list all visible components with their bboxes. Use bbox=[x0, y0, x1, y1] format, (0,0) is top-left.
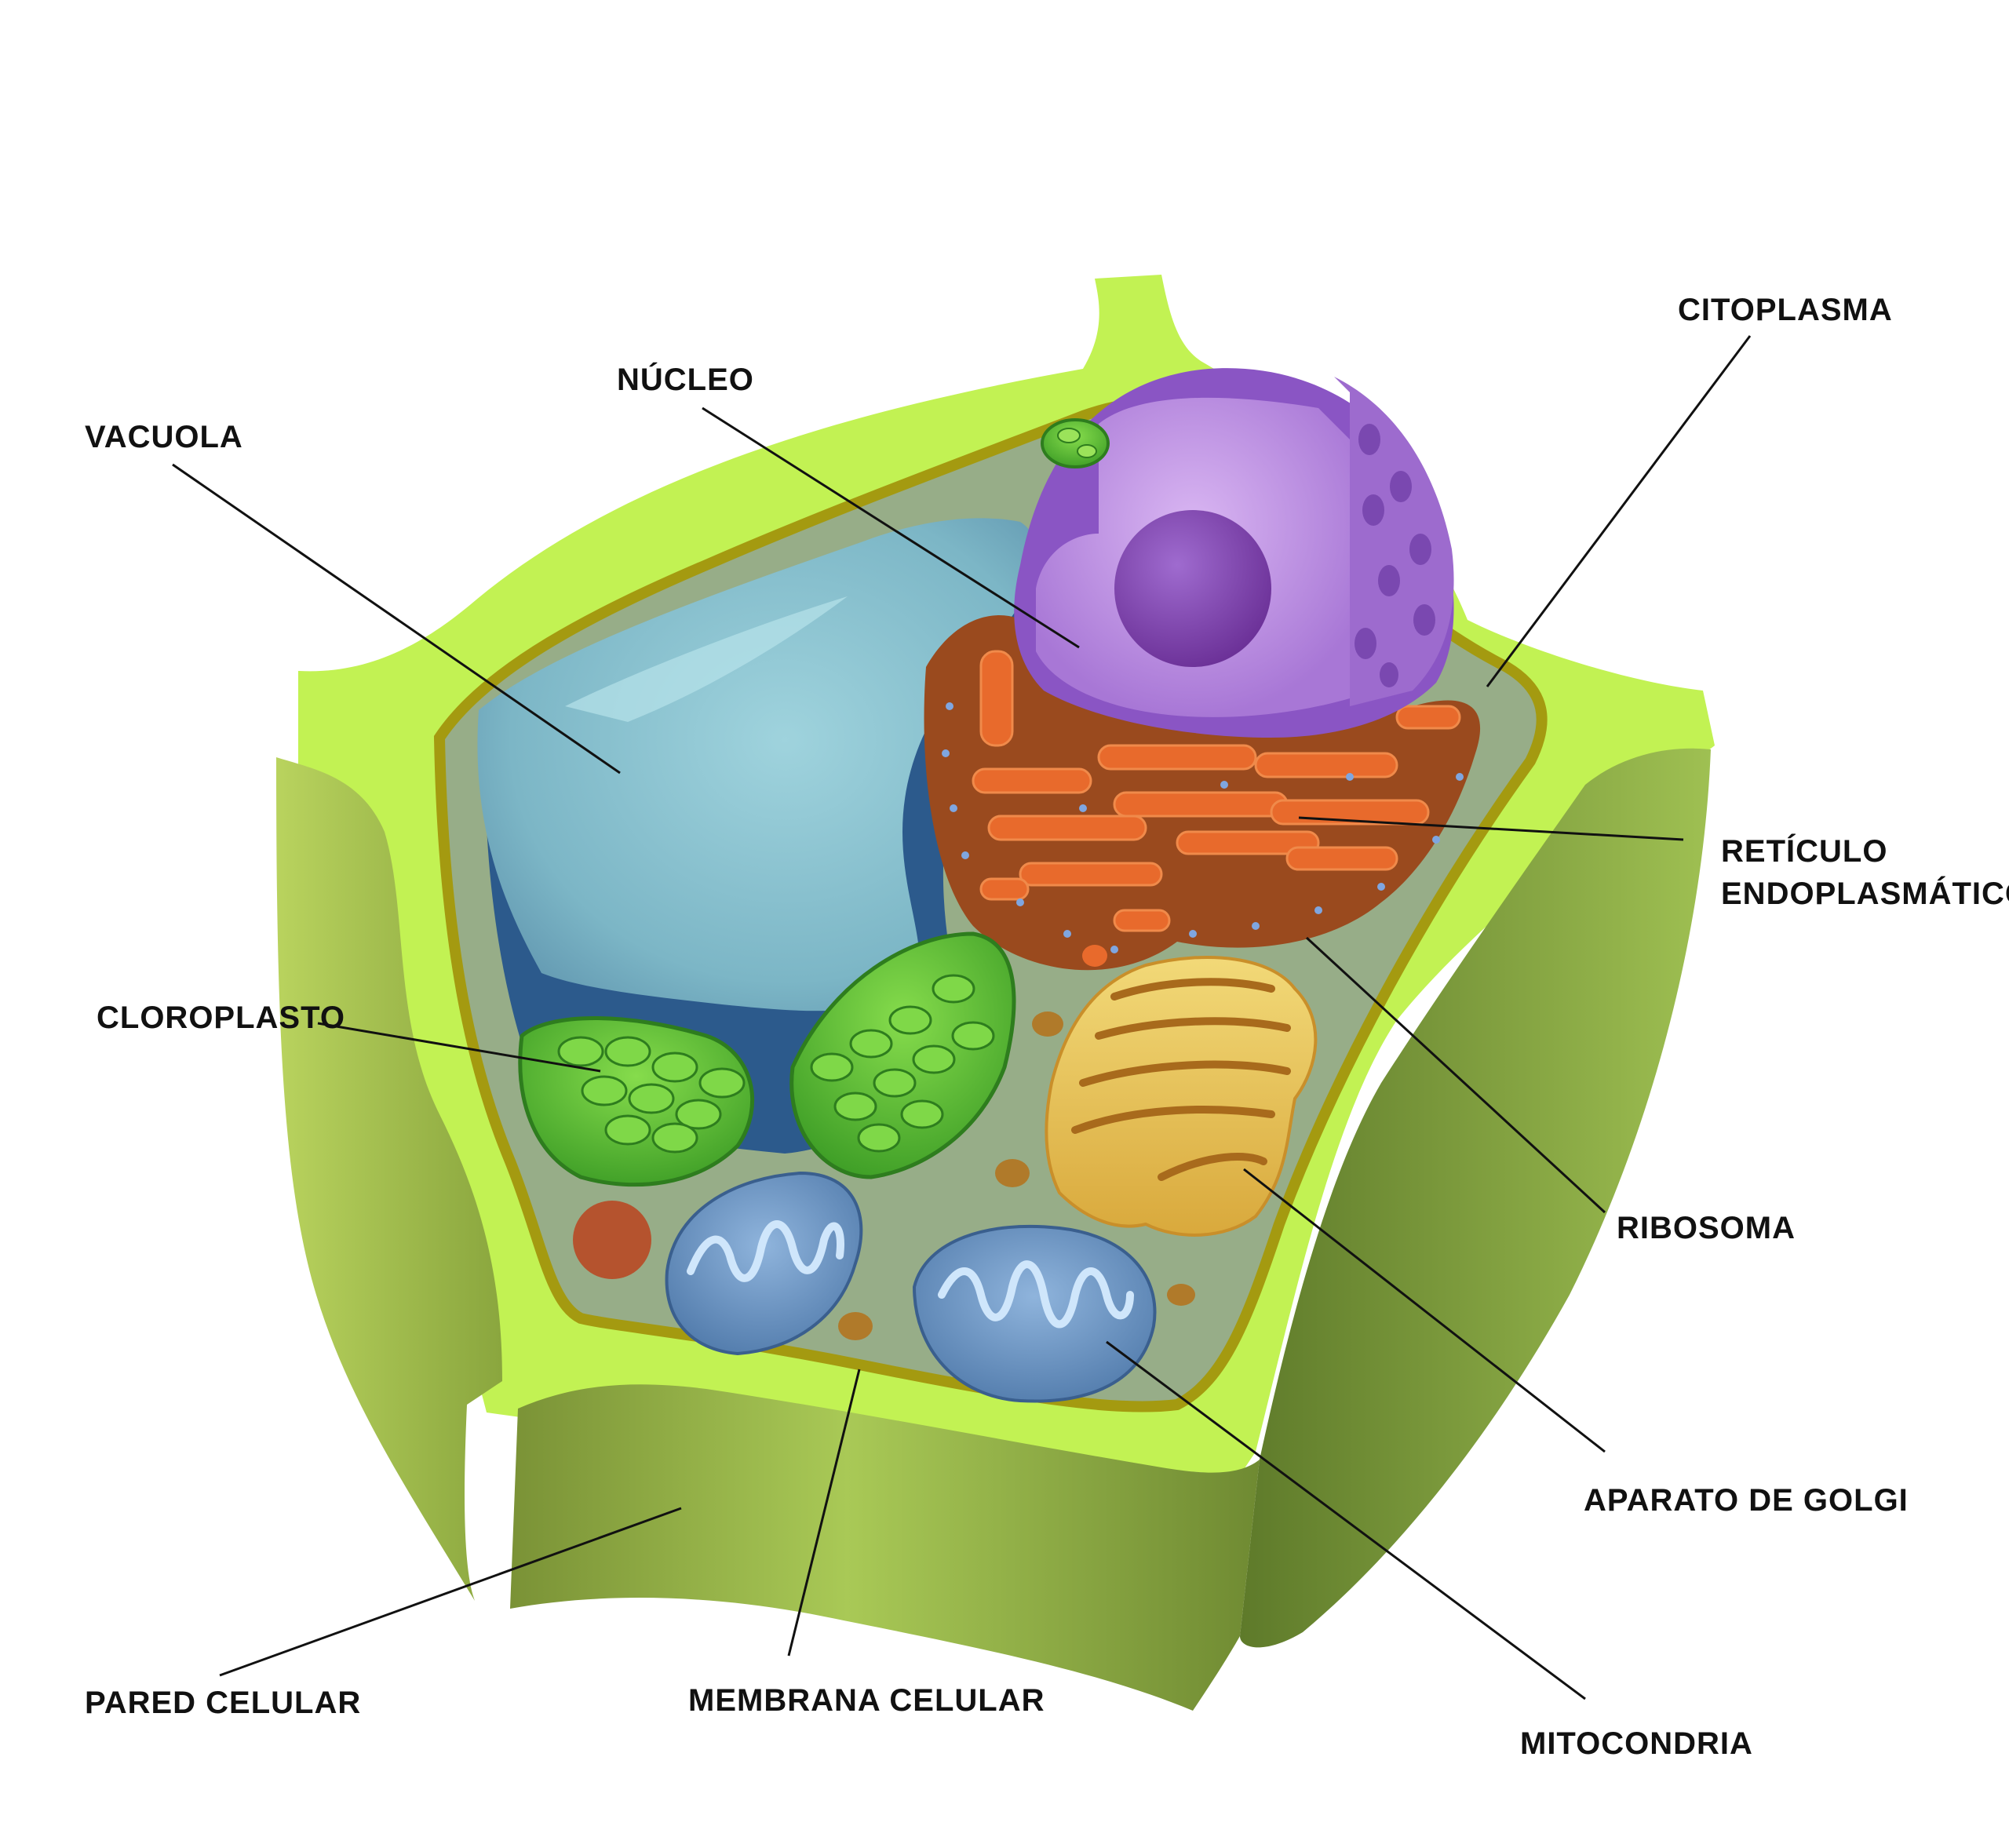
leader-vacuola bbox=[172, 463, 621, 775]
vacuole-body bbox=[477, 518, 1037, 1011]
nucleus-outer-surface bbox=[1334, 377, 1454, 706]
label-nucleo: NÚCLEO bbox=[617, 361, 754, 397]
label-vacuola: VACUOLA bbox=[85, 420, 243, 454]
leader-cloroplasto bbox=[317, 1022, 601, 1073]
chloroplast-left bbox=[518, 1016, 755, 1187]
er-channels bbox=[972, 650, 1461, 932]
labels: VACUOLA NÚCLEO CITOPLASMA RETÍCULO ENDOP… bbox=[85, 293, 2009, 1761]
leader-golgi bbox=[1243, 1168, 1606, 1453]
leader-nucleo bbox=[702, 406, 1080, 649]
cell-wall-right-face bbox=[1240, 748, 1711, 1648]
leader-lines bbox=[172, 335, 1752, 1700]
leader-mitocondria bbox=[1106, 1340, 1586, 1700]
label-ribosoma: RIBOSOMA bbox=[1617, 1211, 1796, 1245]
nuclear-pores bbox=[1355, 424, 1435, 687]
ribosome-dots bbox=[942, 702, 1464, 953]
leader-pared bbox=[219, 1507, 682, 1677]
cell-wall-left-face bbox=[276, 757, 502, 1601]
label-endoplasmatico: ENDOPLASMÁTICO bbox=[1721, 876, 2009, 911]
endoplasmic-reticulum bbox=[924, 615, 1481, 971]
leader-citoplasma bbox=[1486, 335, 1752, 687]
mitochondrion-right bbox=[912, 1224, 1157, 1403]
label-mitocondria: MITOCONDRIA bbox=[1520, 1726, 1753, 1761]
mitochondrion-left bbox=[665, 1171, 863, 1356]
golgi-apparatus bbox=[1045, 956, 1318, 1237]
golgi-body bbox=[1045, 956, 1318, 1237]
chloroplast-right bbox=[789, 931, 1016, 1179]
vacuole-highlight bbox=[565, 596, 848, 722]
cell-wall-front-face bbox=[510, 1384, 1260, 1711]
chloroplast-small bbox=[1041, 418, 1110, 468]
nucleus bbox=[1014, 368, 1454, 738]
leader-membrana bbox=[787, 1369, 861, 1657]
label-membrana: MEMBRANA CELULAR bbox=[688, 1683, 1045, 1718]
label-golgi: APARATO DE GOLGI bbox=[1584, 1483, 1909, 1518]
leader-ribosoma bbox=[1305, 936, 1606, 1214]
leader-reticulo bbox=[1298, 816, 1684, 841]
label-cloroplasto: CLOROPLASTO bbox=[97, 1001, 345, 1035]
nucleolus bbox=[1114, 510, 1271, 667]
golgi-cisternae bbox=[1071, 978, 1291, 1181]
label-pared: PARED CELULAR bbox=[85, 1686, 361, 1720]
granules bbox=[573, 945, 1195, 1340]
label-citoplasma: CITOPLASMA bbox=[1678, 293, 1893, 327]
label-reticulo: RETÍCULO bbox=[1721, 833, 1887, 869]
